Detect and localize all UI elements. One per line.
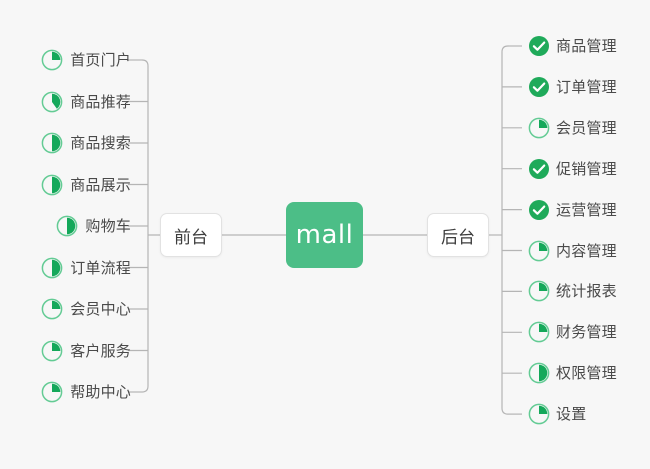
leaf-label: 权限管理 [556,364,617,383]
mindmap-leaf-left-0[interactable]: 首页门户 [41,47,131,73]
pie-progress-icon [41,340,63,361]
leaf-label: 财务管理 [556,323,617,342]
root-node-label: mall [295,220,354,250]
mindmap-leaf-right-5[interactable]: 内容管理 [528,238,617,264]
check-circle-icon [529,36,549,56]
check-circle-icon [529,158,549,179]
mindmap-leaf-right-9[interactable]: 设置 [528,401,586,427]
leaf-label: 会员管理 [556,118,617,137]
leaf-label: 订单流程 [70,258,131,277]
leaf-label: 设置 [556,405,587,424]
leaf-label: 帮助中心 [70,383,131,401]
mindmap-leaf-right-6[interactable]: 统计报表 [528,278,617,304]
mindmap-leaf-left-7[interactable]: 客户服务 [41,338,131,364]
pie-progress-icon [41,49,63,71]
connector-path [501,45,509,415]
check-circle-icon [529,76,549,97]
pie-progress-icon [41,174,63,195]
mindmap-leaf-right-0[interactable]: 商品管理 [528,33,617,59]
leaf-label: 商品管理 [556,37,617,55]
pie-progress-icon [528,403,550,425]
pie-progress-icon [57,215,78,237]
mindmap-leaf-left-5[interactable]: 订单流程 [41,255,131,281]
mindmap-leaf-right-8[interactable]: 权限管理 [528,360,617,386]
mindmap-leaf-left-4[interactable]: 购物车 [56,213,131,239]
leaf-label: 商品搜索 [70,134,131,152]
leaf-label: 订单管理 [556,77,617,96]
mindmap-leaf-left-3[interactable]: 商品展示 [41,172,131,198]
branch-node-front[interactable]: 前台 [160,213,222,257]
mindmap-leaf-right-1[interactable]: 订单管理 [528,74,617,100]
pie-progress-icon [41,381,63,403]
mindmap-leaf-right-2[interactable]: 会员管理 [528,115,617,141]
pie-progress-icon [41,132,63,154]
pie-progress-icon [528,281,550,302]
pie-progress-icon [528,117,550,139]
mindmap-leaf-left-6[interactable]: 会员中心 [41,296,131,322]
leaf-label: 促销管理 [556,159,617,178]
mindmap-leaf-right-7[interactable]: 财务管理 [528,319,617,345]
mindmap-leaf-right-4[interactable]: 运营管理 [528,197,617,223]
leaf-label: 统计报表 [556,282,617,301]
pie-progress-icon [41,298,63,320]
connector-path [141,59,149,393]
mindmap-leaf-left-8[interactable]: 帮助中心 [41,379,131,405]
leaf-label: 购物车 [85,217,131,235]
pie-progress-icon [528,321,550,343]
mindmap-leaf-right-3[interactable]: 促销管理 [528,156,617,182]
pie-progress-icon [528,240,550,261]
leaf-label: 运营管理 [556,200,617,219]
leaf-label: 内容管理 [556,241,617,260]
leaf-label: 首页门户 [70,51,131,69]
root-node-mall[interactable]: mall [286,202,363,268]
branch-node-front-label: 前台 [174,227,208,248]
mindmap-leaf-left-1[interactable]: 商品推荐 [41,89,131,115]
leaf-label: 客户服务 [70,341,131,360]
mindmap-leaf-left-2[interactable]: 商品搜索 [41,130,131,156]
branch-node-back-label: 后台 [441,227,475,248]
pie-progress-icon [528,362,550,384]
branch-node-back[interactable]: 后台 [427,213,489,257]
pie-progress-icon [41,257,63,278]
leaf-label: 会员中心 [70,300,131,318]
leaf-label: 商品展示 [70,175,131,194]
leaf-label: 商品推荐 [70,92,131,111]
pie-progress-icon [41,91,63,112]
check-circle-icon [529,199,549,220]
